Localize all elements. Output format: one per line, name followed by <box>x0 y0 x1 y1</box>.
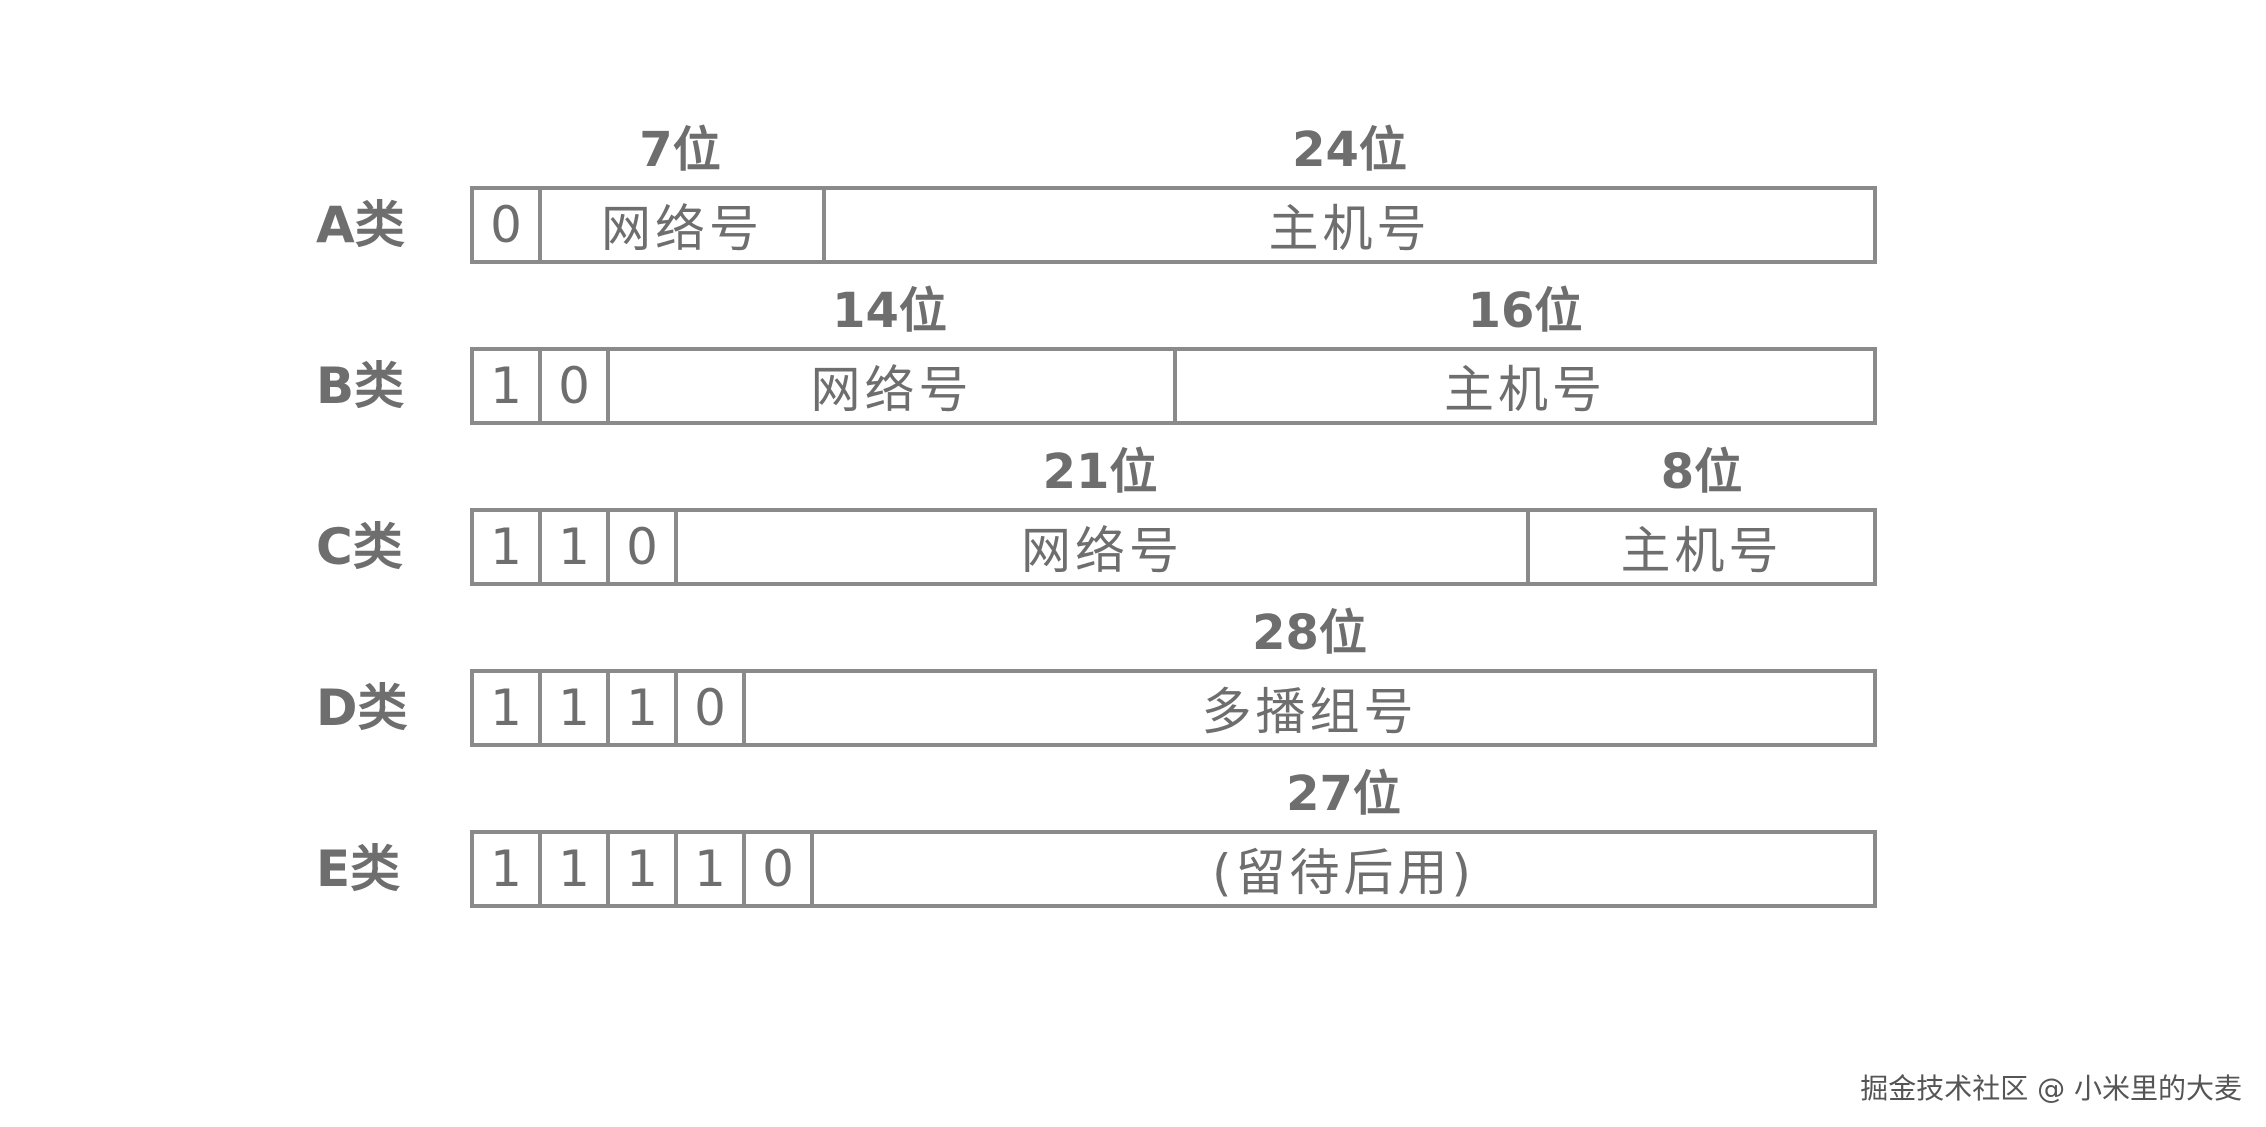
bit-count-label: 16位 <box>1467 283 1583 339</box>
class-label: D类 <box>316 679 408 737</box>
bit-count-label: 7位 <box>639 122 721 178</box>
host-field: 主机号 <box>1526 512 1873 582</box>
bit-cell: 0 <box>674 673 742 743</box>
bit-count-label: 27位 <box>1286 766 1401 822</box>
bit-count-label: 8位 <box>1660 444 1743 500</box>
field-cell: 多播组号 <box>742 673 1873 743</box>
bit-count-label: 24位 <box>1292 122 1407 178</box>
class-label: C类 <box>316 518 403 576</box>
bit-cell: 1 <box>538 834 606 904</box>
bit-cell: 1 <box>606 834 674 904</box>
bit-cell: 1 <box>606 673 674 743</box>
class-label: E类 <box>316 840 401 898</box>
class-label: A类 <box>316 196 405 254</box>
network-field: 网络号 <box>674 512 1526 582</box>
network-field: 网络号 <box>606 351 1173 421</box>
host-field: 主机号 <box>1173 351 1873 421</box>
network-field: 网络号 <box>538 190 822 260</box>
bit-cell: 0 <box>606 512 674 582</box>
address-bar: 0 网络号主机号 <box>470 186 1877 264</box>
bit-cell: 1 <box>490 357 522 415</box>
bit-count-label: 14位 <box>832 283 947 339</box>
class-label: B类 <box>316 357 405 415</box>
watermark: 掘金技术社区 @ 小米里的大麦 <box>1860 1072 2242 1105</box>
bit-cell: 1 <box>490 518 522 576</box>
host-field: 主机号 <box>822 190 1873 260</box>
bit-cell: 1 <box>538 673 606 743</box>
bit-cell: 1 <box>538 512 606 582</box>
bit-cell: 1 <box>490 679 522 737</box>
bit-cell: 0 <box>538 351 606 421</box>
bit-count-label: 21位 <box>1042 444 1158 500</box>
field-cell: (留待后用) <box>810 834 1873 904</box>
bit-cell: 1 <box>490 840 522 898</box>
bit-count-label: 28位 <box>1252 605 1367 661</box>
bit-cell: 0 <box>490 196 522 254</box>
bit-cell: 0 <box>742 834 810 904</box>
bit-cell: 1 <box>674 834 742 904</box>
